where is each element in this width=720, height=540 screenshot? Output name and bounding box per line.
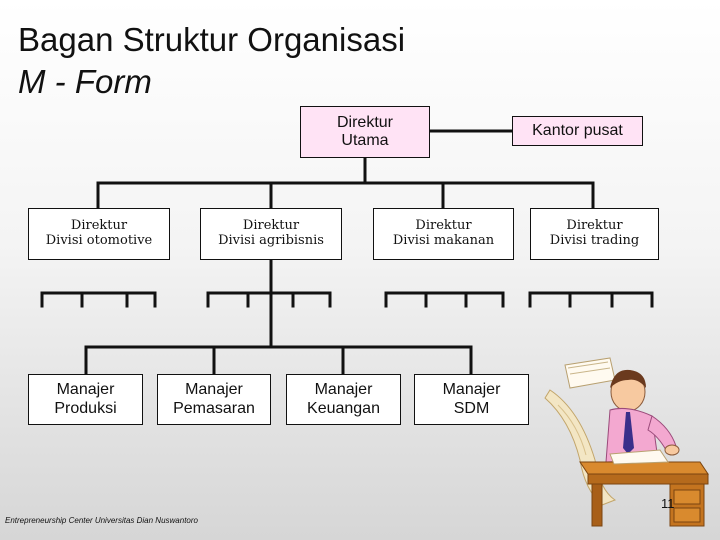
division-line2: Divisi agribisnis (218, 233, 324, 248)
division-line2: Divisi trading (549, 233, 640, 248)
division-box-trading: Direktur Divisi trading (530, 208, 659, 260)
direktur-utama-box: Direktur Utama (300, 106, 430, 158)
division-line2: Divisi makanan (392, 233, 495, 248)
manager-line1: Manajer (314, 381, 373, 399)
division-line1: Direktur (70, 218, 128, 234)
division-line1: Direktur (566, 218, 623, 234)
division-line1: Direktur (242, 218, 300, 234)
manager-line2: SDM (453, 399, 490, 417)
manager-box-sdm: Manajer SDM (414, 374, 529, 425)
top-line1: Direktur (336, 113, 393, 131)
kantor-pusat-box: Kantor pusat (512, 116, 643, 146)
division-line2: Divisi otomotive (45, 233, 153, 248)
division-box-makanan: Direktur Divisi makanan (373, 208, 514, 260)
manager-line1: Manajer (56, 381, 115, 399)
top-line2: Utama (341, 132, 389, 149)
division-line1: Direktur (415, 218, 472, 234)
division-box-otomotive: Direktur Divisi otomotive (28, 208, 170, 260)
division-box-agribisnis: Direktur Divisi agribisnis (200, 208, 342, 260)
slide-subtitle: M - Form (18, 63, 152, 100)
businessman-at-desk-clipart (544, 357, 709, 527)
desk-icon (579, 449, 709, 527)
kantor-pusat-label: Kantor pusat (532, 121, 623, 139)
manager-line2: Pemasaran (173, 399, 255, 417)
manager-box-pemasaran: Manajer Pemasaran (157, 374, 271, 425)
manager-line2: Produksi (54, 399, 117, 417)
businessman-icon (605, 369, 680, 463)
manager-line1: Manajer (185, 381, 243, 399)
page-number: 11 (661, 496, 675, 511)
manager-box-produksi: Manajer Produksi (28, 374, 143, 425)
manager-line2: Keuangan (307, 399, 380, 417)
manager-line1: Manajer (442, 381, 501, 399)
footer-credit: Entrepreneurship Center Universitas Dian… (5, 516, 198, 525)
slide-title: Bagan Struktur Organisasi (18, 21, 406, 58)
manager-box-keuangan: Manajer Keuangan (286, 374, 401, 425)
